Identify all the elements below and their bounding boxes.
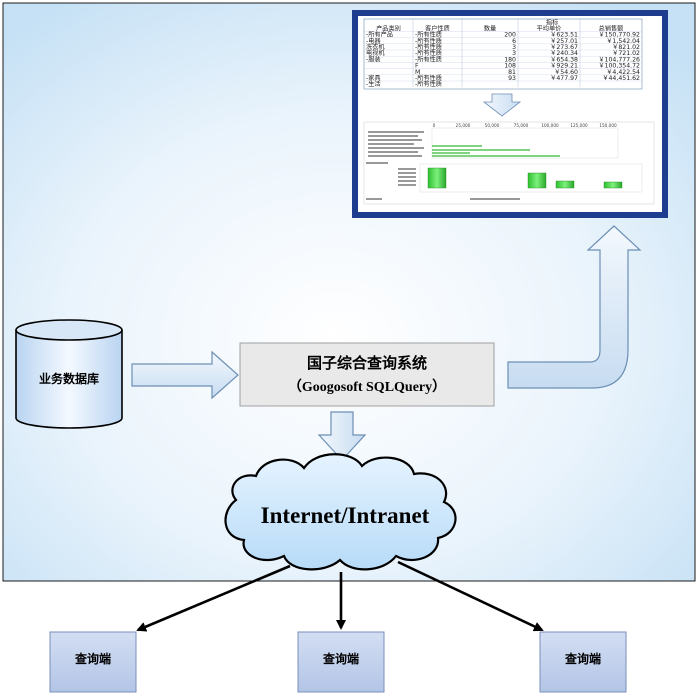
table-cell: ￥821.02 (612, 44, 640, 51)
database-label: 业务数据库 (38, 372, 99, 386)
table-cell: -所有性质 (415, 55, 442, 63)
database-cylinder[interactable] (15, 319, 123, 429)
table-cell: 81 (508, 69, 516, 76)
table-cell: 6 (512, 38, 516, 45)
table-cell: -所有性质 (415, 80, 442, 88)
table-cell: ￥150,770.92 (598, 32, 640, 39)
system-to-network-arrow (317, 411, 367, 461)
table-cell: 洗衣机 (366, 43, 385, 51)
table-cell: 200 (504, 32, 516, 39)
network-label: Internet/Intranet (260, 503, 430, 528)
table-cell: -所有性质 (415, 74, 442, 82)
table-cell: F (415, 63, 419, 70)
chart-axis-tick: 25,000 (456, 123, 471, 128)
client-1-box[interactable] (49, 631, 137, 693)
mini-chart: 0 25,000 50,000 75,000 100,000 125,000 150,000 (363, 121, 655, 205)
output-curved-arrow (507, 225, 642, 389)
client-1-label: 查询端 (74, 652, 111, 666)
table-header-top: 指标 (546, 18, 558, 26)
client-2-box[interactable] (297, 631, 385, 693)
table-cell: ￥54.60 (554, 69, 578, 76)
vbar-group (427, 167, 623, 189)
table-cell: 108 (504, 63, 516, 70)
chart-axis-tick: 75,000 (514, 123, 529, 128)
table-cell: ￥929.21 (550, 63, 578, 70)
network-to-client-3-arrow (397, 560, 544, 632)
table-header-cell: 产品类别 (376, 25, 401, 33)
db-to-system-arrow (131, 350, 239, 400)
chart-axis-tick: 50,000 (485, 123, 500, 128)
table-cell: ￥477.97 (550, 75, 578, 82)
table-cell: 3 (512, 50, 516, 57)
chart-axis-tick: 150,000 (599, 123, 617, 128)
client-2-label: 查询端 (322, 652, 359, 666)
table-header-cell: 数量 (484, 25, 496, 33)
table-cell: -所有产品 (366, 31, 393, 39)
hbar-group (432, 145, 560, 157)
table-header-cell: 总销售额 (599, 25, 625, 33)
table-cell: ￥273.67 (550, 44, 578, 51)
table-cell: ￥654.38 (550, 56, 578, 63)
network-cloud[interactable] (224, 453, 457, 571)
client-3-box[interactable] (539, 631, 627, 693)
table-cell: ￥104,777.26 (598, 56, 640, 63)
table-cell: -所有性质 (415, 49, 442, 57)
table-cell: 3 (512, 44, 516, 51)
table-cell: -家具 (366, 74, 381, 82)
table-cell: 180 (504, 56, 516, 63)
chart-axis-tick: 125,000 (570, 123, 588, 128)
table-header-cell: 客户性质 (425, 25, 450, 33)
table-cell: M (415, 69, 420, 76)
table-cell: ￥1,542.04 (606, 38, 640, 45)
table-cell: ￥721.02 (612, 50, 640, 57)
table-cell: -所有性质 (415, 37, 442, 45)
table-cell: ￥44,451.62 (602, 75, 640, 82)
hbar-labels (368, 131, 424, 157)
table-cell: ￥100,354.72 (598, 63, 640, 70)
table-cell: -所有性质 (415, 31, 442, 39)
table-cell: -生活 (366, 80, 381, 88)
preview-down-arrow (482, 93, 522, 117)
system-subtitle: （Googosoft SQLQuery） (287, 380, 447, 395)
table-cell: ￥240.34 (550, 50, 578, 57)
table-cell: 93 (508, 75, 516, 82)
client-3-label: 查询端 (564, 652, 601, 666)
table-cell: ￥257.01 (550, 38, 578, 45)
table-cell: -所有性质 (415, 43, 442, 51)
table-cell: -电器 (366, 37, 381, 45)
table-cell: -服装 (366, 55, 381, 63)
table-cell: ￥623.51 (550, 32, 578, 39)
vbar-axis-labels (366, 162, 520, 200)
chart-axis-tick: 0 (433, 123, 436, 128)
chart-axis-tick: 100,000 (541, 123, 559, 128)
table-cell: ￥4,422.54 (606, 69, 640, 76)
table-header-cell: 平均单价 (537, 25, 562, 33)
system-title: 国子综合查询系统 (306, 354, 427, 372)
system-box[interactable] (239, 342, 495, 407)
table-cell: 电视机 (366, 49, 385, 57)
network-to-client-1-arrow (136, 564, 291, 632)
